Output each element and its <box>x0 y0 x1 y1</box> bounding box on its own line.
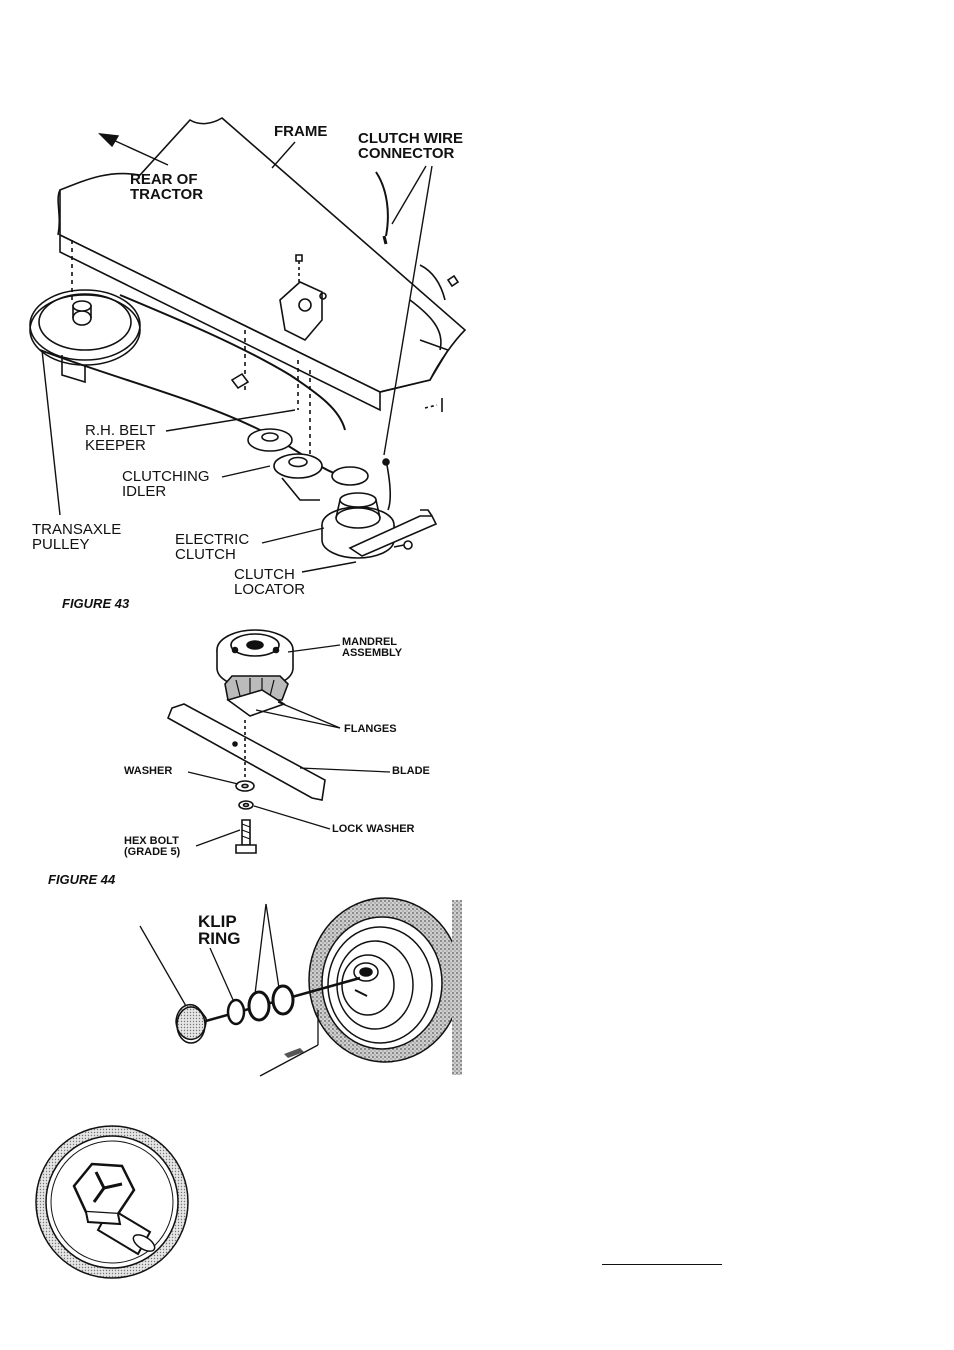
figure-44-drawing <box>168 630 325 853</box>
figure-43-caption: FIGURE 43 <box>62 596 129 611</box>
signature-rule <box>602 1264 722 1265</box>
klip-ring-drawing <box>228 1000 244 1024</box>
label-flanges: FLANGES <box>344 724 397 735</box>
label-rear-of-tractor: REAR OF TRACTOR <box>130 172 203 202</box>
label-hex-bolt: HEX BOLT (GRADE 5) <box>124 836 180 858</box>
washer-drawing <box>236 781 254 791</box>
figure-43-drawing <box>30 118 465 558</box>
label-blade: BLADE <box>392 766 430 777</box>
bolt-grade-illustration <box>36 1126 188 1278</box>
clutch-wire <box>376 172 388 236</box>
label-clutch-wire-connector: CLUTCH WIRE CONNECTOR <box>358 131 463 161</box>
label-mandrel-assembly: MANDREL ASSEMBLY <box>342 637 402 659</box>
figure-44-caption: FIGURE 44 <box>48 872 115 887</box>
label-rh-belt-keeper: R.H. BELT KEEPER <box>85 423 156 453</box>
label-frame: FRAME <box>274 124 327 139</box>
lock-washer-drawing <box>239 801 253 809</box>
label-washer: WASHER <box>124 766 172 777</box>
washer-2 <box>273 986 293 1014</box>
label-clutching-idler: CLUTCHING IDLER <box>122 469 210 499</box>
washer-1 <box>249 992 269 1020</box>
label-clutch-locator: CLUTCH LOCATOR <box>234 567 305 597</box>
bushing-cap <box>176 1005 206 1040</box>
label-electric-clutch: ELECTRIC CLUTCH <box>175 532 249 562</box>
label-lock-washer: LOCK WASHER <box>332 824 415 835</box>
label-klip-ring: KLIP RING <box>198 913 241 947</box>
label-transaxle-pulley: TRANSAXLE PULLEY <box>32 522 121 552</box>
idler-pulley-3 <box>332 467 368 485</box>
